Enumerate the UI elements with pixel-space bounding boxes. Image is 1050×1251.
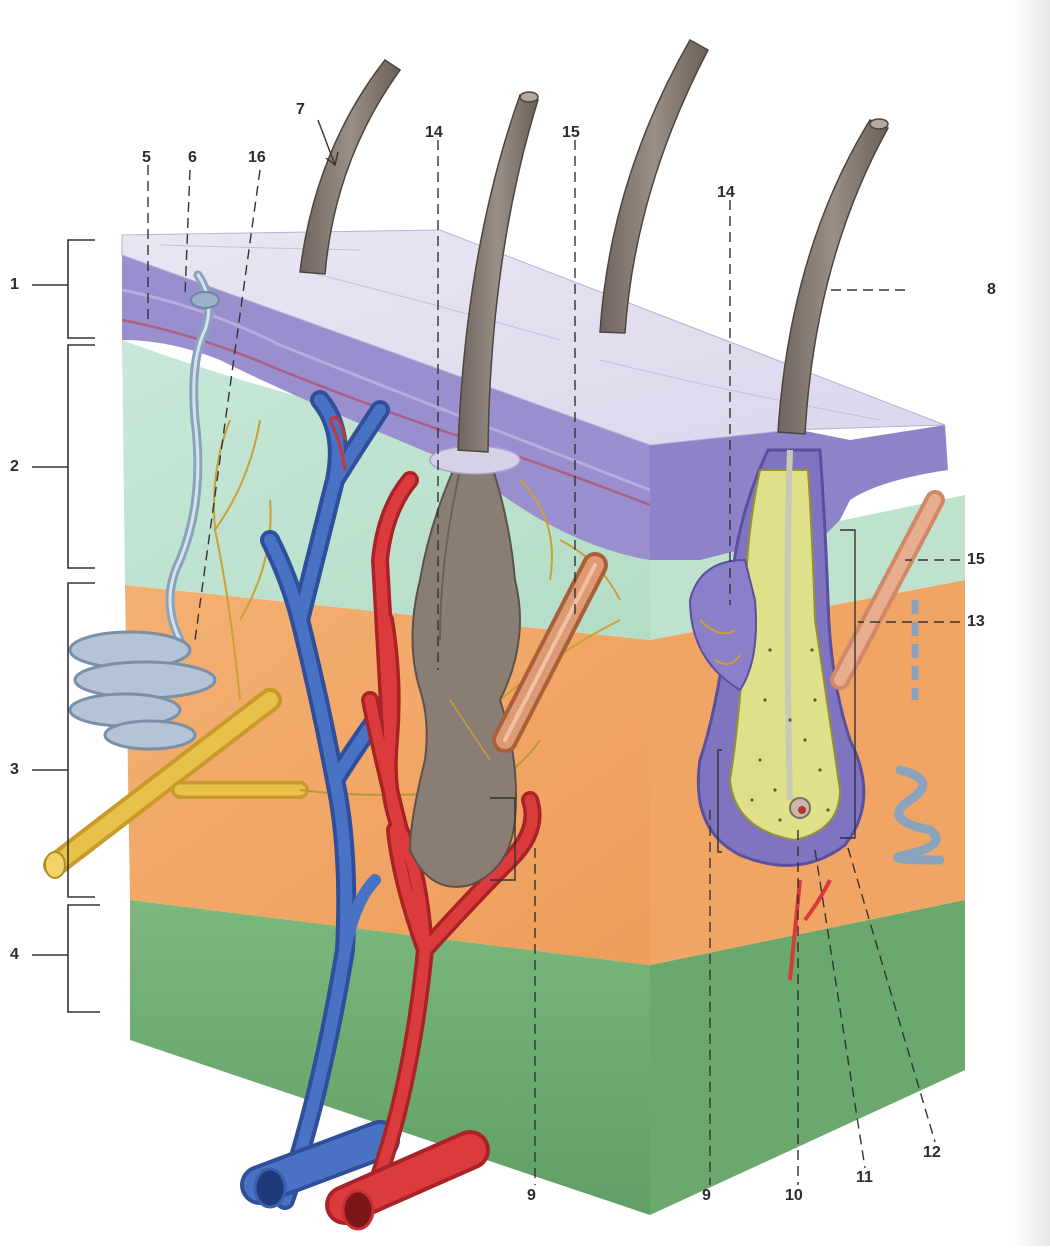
callout-15-center: 15 — [562, 125, 580, 141]
callout-12: 12 — [923, 1145, 941, 1161]
callout-1: 1 — [10, 277, 19, 293]
callout-6: 6 — [188, 150, 197, 166]
hair-shaft-3 — [600, 40, 708, 333]
callout-14-right: 14 — [717, 185, 735, 201]
callout-10: 10 — [785, 1188, 803, 1204]
page-edge-shadow — [1012, 0, 1050, 1246]
callout-5: 5 — [142, 150, 151, 166]
callout-3: 3 — [10, 762, 19, 778]
callout-9-center: 9 — [527, 1188, 536, 1204]
callout-4: 4 — [10, 947, 19, 963]
callout-11: 11 — [856, 1170, 873, 1186]
callout-2: 2 — [10, 459, 19, 475]
callout-15-right: 15 — [967, 552, 985, 568]
callout-8: 8 — [987, 282, 996, 298]
callout-7: 7 — [296, 102, 305, 118]
callout-14-center: 14 — [425, 125, 443, 141]
callout-9-right: 9 — [702, 1188, 711, 1204]
callout-13: 13 — [967, 614, 985, 630]
callout-16: 16 — [248, 150, 266, 166]
layer-brackets — [32, 240, 100, 1012]
